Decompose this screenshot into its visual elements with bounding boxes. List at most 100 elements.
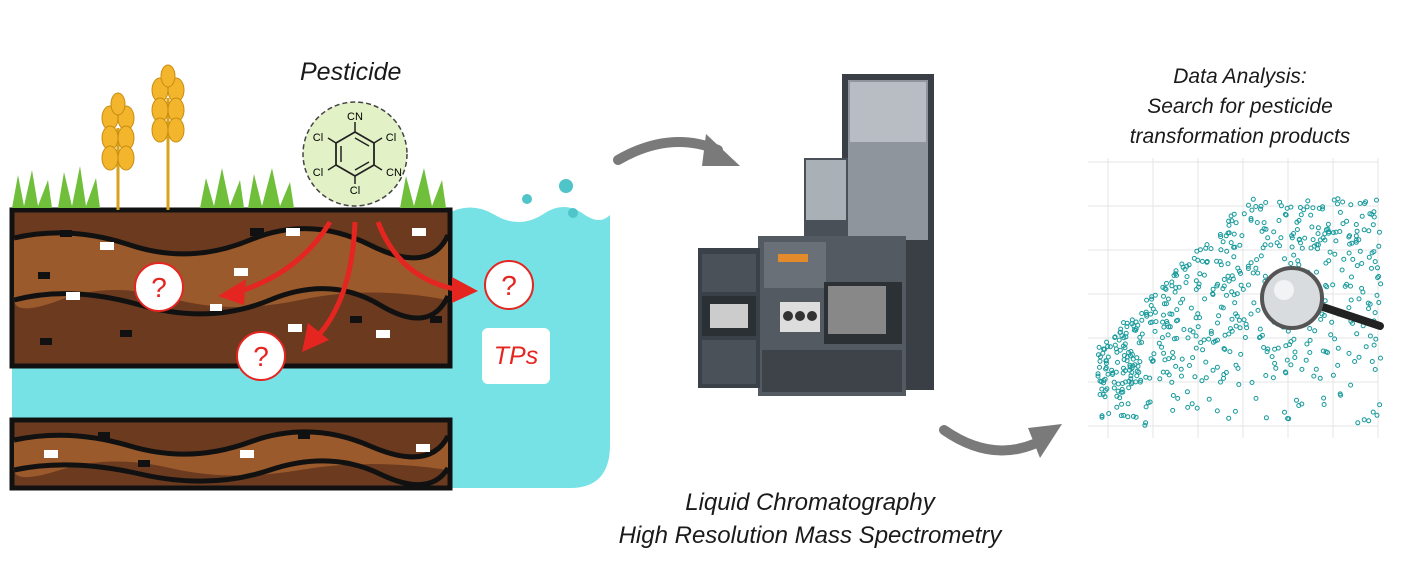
scatter-point: [1229, 289, 1235, 295]
scatter-point: [1174, 307, 1180, 313]
scatter-point: [1283, 370, 1289, 376]
scatter-point: [1165, 332, 1171, 338]
scatter-point: [1294, 227, 1300, 232]
scatter-point: [1268, 242, 1274, 248]
scatter-point: [1311, 373, 1317, 379]
scatter-point: [1143, 374, 1149, 380]
scatter-point: [1301, 207, 1307, 213]
flow-arrow-to-analysis: [939, 424, 1062, 458]
scatter-point: [1187, 363, 1192, 368]
scatter-point: [1164, 280, 1169, 286]
scatter-point: [1243, 321, 1249, 327]
scatter-point: [1124, 320, 1130, 326]
scatter-point: [1100, 391, 1106, 397]
scatter-point: [1299, 245, 1305, 251]
scatter-point: [1111, 385, 1117, 391]
scatter-point: [1126, 385, 1132, 391]
scatter-point: [1147, 375, 1153, 381]
scatter-point: [1139, 317, 1145, 323]
scatter-point: [1218, 247, 1224, 253]
scatter-point: [1291, 336, 1297, 342]
scatter-point: [1238, 282, 1244, 288]
scatter-point: [1332, 336, 1338, 342]
scatter-point: [1254, 257, 1260, 263]
scatter-point: [1233, 220, 1239, 226]
scatter-point: [1103, 358, 1109, 364]
scatter-point: [1232, 408, 1238, 414]
scatter-point: [1210, 286, 1216, 292]
scatter-point: [1307, 337, 1313, 343]
scatter-point: [1215, 320, 1220, 326]
scatter-point: [1315, 225, 1321, 231]
scatter-point: [1125, 401, 1131, 407]
scatter-point: [1159, 335, 1165, 341]
scatter-point: [1271, 229, 1277, 235]
scatter-point: [1149, 296, 1155, 302]
scatter-point: [1357, 200, 1363, 206]
scatter-point: [1198, 340, 1204, 346]
scatter-point: [1316, 205, 1322, 211]
scatter-point: [1298, 212, 1304, 218]
scatter-point: [1310, 205, 1316, 211]
scatter-point: [1264, 349, 1270, 355]
scatter-point: [1190, 329, 1196, 335]
scatter-point: [1239, 233, 1245, 239]
soil-block-upper: [9, 207, 453, 369]
scatter-point: [1190, 355, 1196, 361]
scatter-point: [1255, 307, 1261, 313]
scatter-point: [1372, 259, 1378, 265]
scatter-point: [1192, 374, 1198, 380]
scatter-point: [1112, 335, 1118, 340]
scatter-point: [1193, 345, 1199, 351]
scatter-point: [1282, 256, 1287, 262]
scatter-point: [1233, 323, 1239, 329]
scatter-point: [1276, 218, 1282, 223]
scatter-point: [1115, 388, 1121, 394]
scatter-point: [1344, 281, 1350, 287]
arrowhead: [218, 279, 246, 305]
scatter-point: [1227, 349, 1233, 355]
scatter-point: [1186, 262, 1192, 268]
scatter-point: [1312, 328, 1318, 334]
svg-text:?: ?: [151, 272, 167, 303]
scatter-point: [1250, 270, 1256, 276]
scatter-point: [1304, 341, 1310, 347]
scatter-point: [1307, 326, 1313, 331]
scatter-point: [1241, 317, 1247, 323]
scatter-point: [1221, 277, 1227, 282]
scatter-point: [1304, 204, 1310, 210]
scatter-point: [1269, 354, 1275, 360]
scatter-point: [1248, 260, 1254, 266]
scatter-point: [1354, 228, 1360, 234]
scatter-point: [1371, 249, 1377, 255]
scatter-point: [1356, 354, 1362, 360]
scatter-point: [1377, 402, 1383, 408]
scatter-point: [1173, 268, 1179, 274]
scatter-point: [1255, 270, 1261, 276]
scatter-point: [1371, 342, 1377, 348]
scatter-point: [1214, 283, 1220, 289]
scatter-point: [1320, 348, 1326, 354]
scatter-point: [1225, 273, 1231, 279]
scatter-point: [1157, 376, 1163, 382]
scatter-point: [1121, 412, 1127, 418]
scatter-point: [1238, 271, 1243, 276]
scatter-point: [1189, 401, 1195, 407]
unknown-tp-marker: ?: [134, 262, 184, 312]
caption-line-1: Liquid Chromatography: [685, 489, 935, 516]
scatter-point: [1325, 350, 1330, 355]
scatter-point: [1231, 211, 1237, 217]
scatter-point: [1288, 261, 1294, 266]
scatter-point: [1253, 265, 1259, 271]
scatter-point: [1183, 280, 1189, 286]
scatter-point: [1221, 372, 1227, 377]
scatter-point: [1105, 354, 1111, 360]
scatter-point: [1226, 230, 1232, 236]
scatter-point: [1221, 346, 1227, 352]
scatter-point: [1214, 258, 1220, 264]
scatter-point: [1214, 364, 1220, 370]
scatter-point: [1194, 405, 1200, 411]
scatter-point: [1321, 313, 1327, 318]
scatter-point: [1262, 273, 1268, 279]
scatter-point: [1307, 350, 1313, 355]
